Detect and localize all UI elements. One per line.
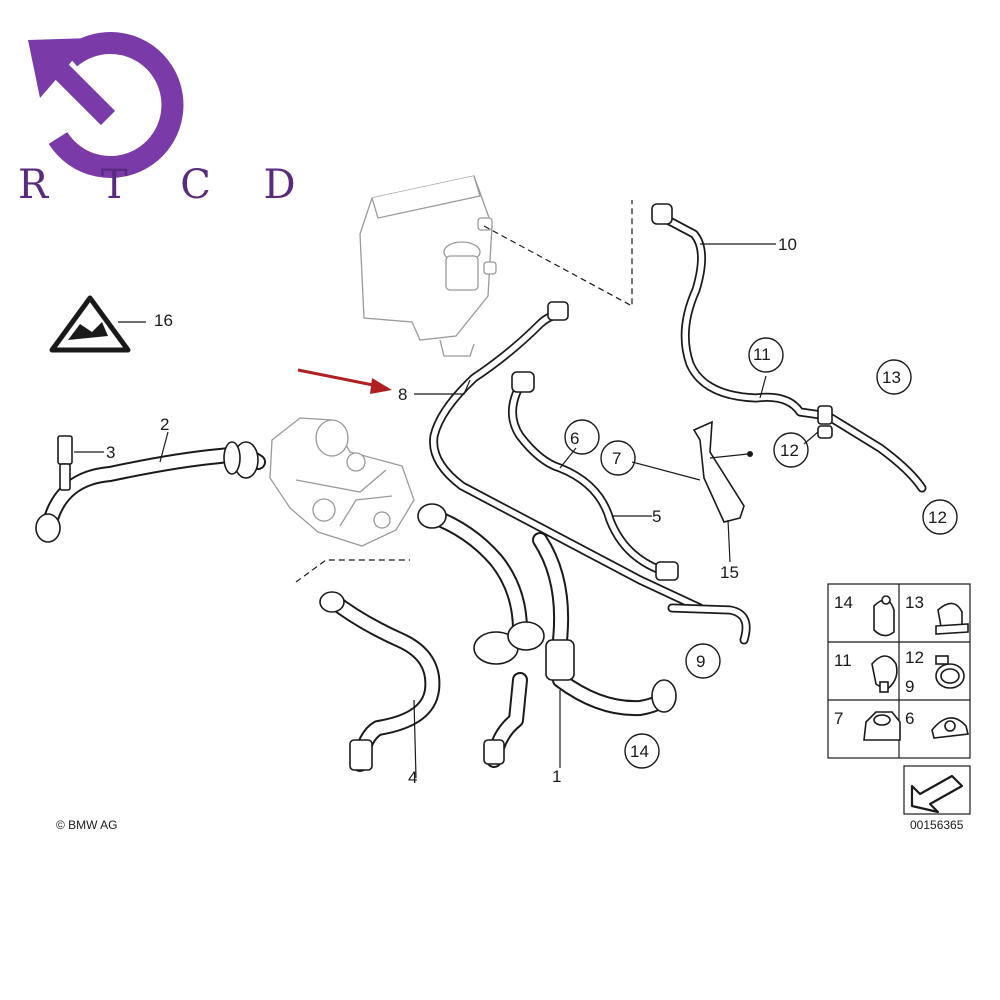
callout-10: 10 bbox=[778, 235, 797, 254]
callout-3: 3 bbox=[106, 443, 115, 462]
callout-1: 1 bbox=[552, 767, 561, 786]
rtcd-logo: R T C D bbox=[18, 31, 316, 208]
water-pump-housing bbox=[269, 417, 415, 547]
hose-1 bbox=[417, 503, 677, 768]
leader-lines bbox=[118, 243, 819, 779]
hose-8 bbox=[429, 301, 705, 613]
legend-label-7: 7 bbox=[834, 709, 843, 728]
logo-text: R T C D bbox=[18, 162, 316, 208]
spring-clip-icon bbox=[871, 655, 898, 693]
logo-arrow-shaft bbox=[42, 52, 116, 126]
hose-10 bbox=[651, 203, 927, 493]
expansion-tank bbox=[359, 175, 497, 357]
hose-9 bbox=[667, 603, 751, 645]
bracket-clip-icon bbox=[935, 602, 969, 635]
callout-13: 13 bbox=[882, 368, 901, 387]
callout-5: 5 bbox=[652, 507, 661, 526]
hose-clamp-icon bbox=[935, 655, 965, 689]
callout-12-lower: 12 bbox=[928, 508, 947, 527]
legend-label-12: 12 bbox=[905, 648, 924, 667]
callout-circles bbox=[564, 337, 958, 769]
copyright-label: © BMW AG bbox=[56, 818, 118, 832]
clamp-band-icon bbox=[873, 595, 895, 637]
legend-label-6: 6 bbox=[905, 709, 914, 728]
legend-label-11: 11 bbox=[834, 651, 852, 670]
rotate-arrow-icon bbox=[48, 31, 184, 178]
hose-4 bbox=[319, 591, 441, 772]
callout-16: 16 bbox=[154, 311, 173, 330]
callout-11: 11 bbox=[753, 345, 771, 364]
parts-legend: 14 13 11 12 9 7 6 bbox=[827, 583, 971, 815]
p-clip-icon bbox=[931, 717, 969, 739]
callout-12-upper: 12 bbox=[780, 441, 799, 460]
hex-nut-icon bbox=[863, 711, 901, 741]
callout-6: 6 bbox=[570, 429, 579, 448]
callout-14: 14 bbox=[630, 742, 649, 761]
connection-dash-pump bbox=[295, 559, 410, 583]
warning-triangle-icon bbox=[49, 295, 131, 353]
direction-arrow-icon bbox=[910, 774, 964, 814]
legend-label-9: 9 bbox=[905, 677, 914, 696]
callout-8: 8 bbox=[398, 385, 407, 404]
callout-7: 7 bbox=[612, 449, 621, 468]
diagram-number: 00156365 bbox=[910, 818, 964, 832]
legend-label-13: 13 bbox=[905, 593, 924, 612]
callout-2: 2 bbox=[160, 415, 169, 434]
callout-15: 15 bbox=[720, 563, 739, 582]
legend-label-14: 14 bbox=[834, 593, 853, 612]
connection-dash-tank bbox=[483, 200, 633, 308]
bracket-15 bbox=[692, 420, 753, 523]
temperature-sensor-3 bbox=[57, 435, 104, 491]
callout-4: 4 bbox=[408, 768, 417, 787]
highlight-arrow bbox=[297, 368, 392, 394]
callout-labels: 1 2 3 4 5 6 7 8 9 10 11 12 12 13 14 15 1… bbox=[106, 235, 947, 787]
callout-9: 9 bbox=[696, 652, 705, 671]
